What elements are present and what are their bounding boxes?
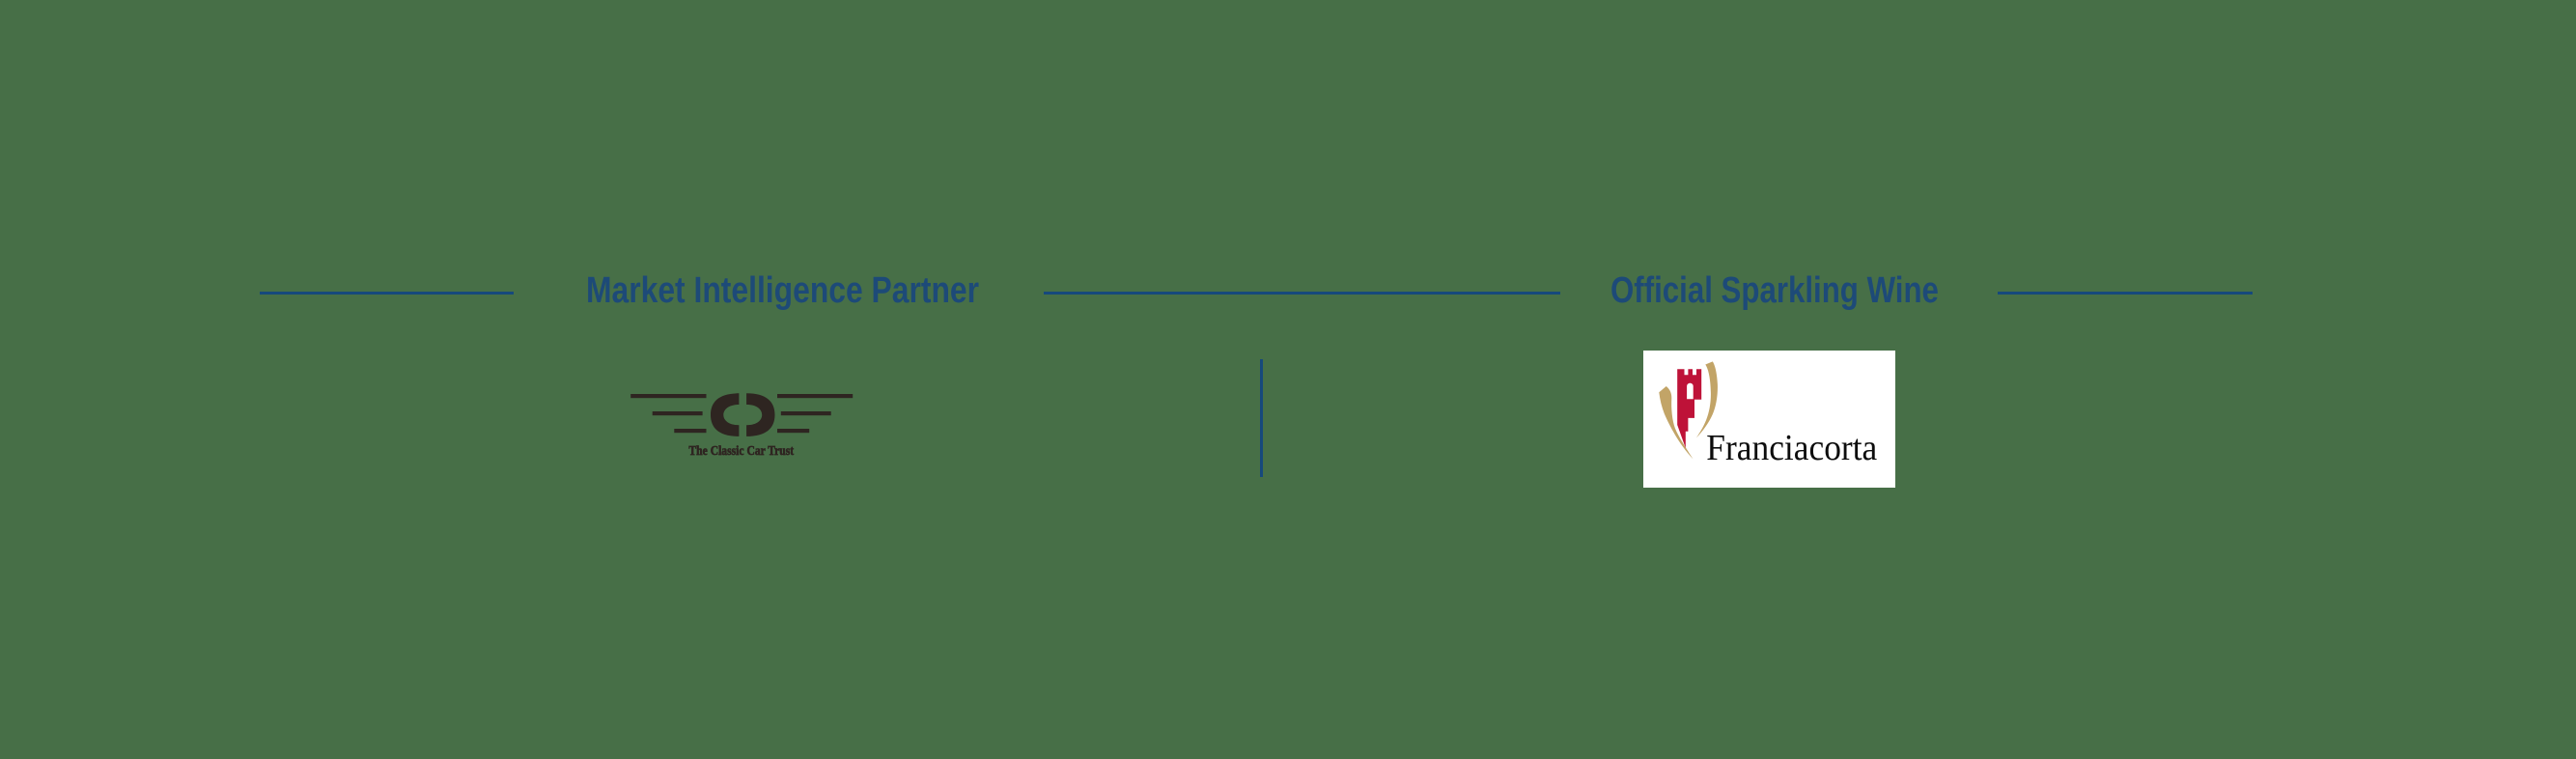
svg-text:Franciacorta: Franciacorta <box>1706 428 1877 469</box>
svg-text:The Classic Car Trust: The Classic Car Trust <box>688 443 794 458</box>
